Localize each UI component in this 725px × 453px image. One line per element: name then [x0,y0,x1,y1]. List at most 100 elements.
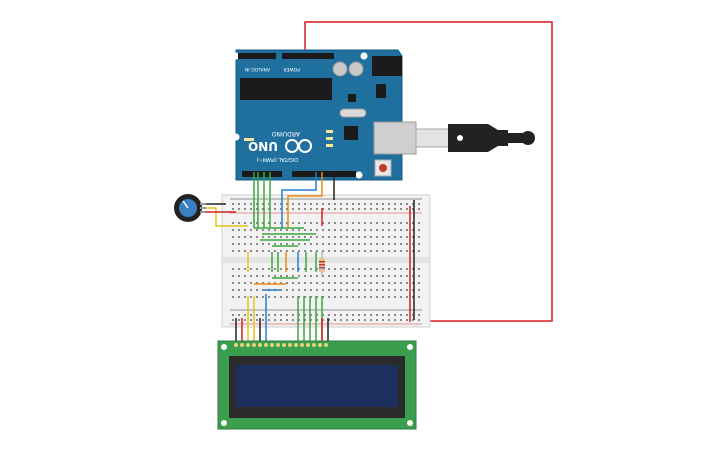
breadboard-hole[interactable] [298,289,300,291]
breadboard-hole[interactable] [280,296,282,298]
breadboard-hole[interactable] [400,319,402,321]
breadboard-hole[interactable] [244,275,246,277]
breadboard-hole[interactable] [334,275,336,277]
arduino-uno-board[interactable]: ARDUINO UNO DIGITAL (PWM~) ANALOG IN POW… [232,49,417,181]
breadboard-hole[interactable] [394,319,396,321]
breadboard-hole[interactable] [340,222,342,224]
breadboard-hole[interactable] [328,282,330,284]
breadboard-hole[interactable] [244,289,246,291]
breadboard-hole[interactable] [334,289,336,291]
breadboard-hole[interactable] [370,236,372,238]
usb-b-port[interactable] [373,121,417,155]
breadboard-hole[interactable] [328,243,330,245]
breadboard-hole[interactable] [286,268,288,270]
breadboard-hole[interactable] [232,236,234,238]
breadboard-hole[interactable] [292,243,294,245]
breadboard-hole[interactable] [262,319,264,321]
breadboard-hole[interactable] [382,268,384,270]
breadboard-hole[interactable] [394,203,396,205]
breadboard-hole[interactable] [244,268,246,270]
resistor[interactable] [319,252,325,276]
breadboard-hole[interactable] [256,275,258,277]
breadboard-hole[interactable] [322,203,324,205]
breadboard-hole[interactable] [352,250,354,252]
breadboard-hole[interactable] [262,222,264,224]
breadboard-hole[interactable] [316,229,318,231]
breadboard-hole[interactable] [406,319,408,321]
breadboard-hole[interactable] [412,250,414,252]
breadboard-hole[interactable] [358,236,360,238]
breadboard-hole[interactable] [382,282,384,284]
breadboard-hole[interactable] [340,275,342,277]
breadboard-hole[interactable] [286,289,288,291]
breadboard-hole[interactable] [406,208,408,210]
breadboard-hole[interactable] [250,243,252,245]
breadboard-hole[interactable] [406,268,408,270]
breadboard-hole[interactable] [316,236,318,238]
breadboard-hole[interactable] [352,296,354,298]
reset-button-cap[interactable] [379,164,387,172]
breadboard-hole[interactable] [238,289,240,291]
breadboard-hole[interactable] [358,282,360,284]
breadboard-hole[interactable] [370,229,372,231]
breadboard-hole[interactable] [394,222,396,224]
breadboard-hole[interactable] [364,208,366,210]
breadboard-hole[interactable] [400,314,402,316]
breadboard-hole[interactable] [352,289,354,291]
breadboard-hole[interactable] [370,208,372,210]
breadboard-hole[interactable] [268,236,270,238]
breadboard-hole[interactable] [262,314,264,316]
lcd-pin[interactable] [234,343,238,347]
breadboard-hole[interactable] [418,275,420,277]
breadboard-hole[interactable] [238,268,240,270]
breadboard-hole[interactable] [376,319,378,321]
breadboard-hole[interactable] [340,319,342,321]
breadboard-hole[interactable] [256,250,258,252]
breadboard-hole[interactable] [238,208,240,210]
breadboard-hole[interactable] [370,296,372,298]
breadboard-hole[interactable] [232,229,234,231]
breadboard-hole[interactable] [262,289,264,291]
breadboard-hole[interactable] [310,222,312,224]
breadboard-hole[interactable] [238,282,240,284]
breadboard-hole[interactable] [382,203,384,205]
breadboard-hole[interactable] [406,250,408,252]
breadboard-hole[interactable] [286,314,288,316]
lcd-pin[interactable] [288,343,292,347]
breadboard-hole[interactable] [364,282,366,284]
breadboard-hole[interactable] [286,203,288,205]
breadboard-hole[interactable] [334,208,336,210]
breadboard-hole[interactable] [238,319,240,321]
yellow-wires[interactable] [202,207,255,344]
breadboard-hole[interactable] [304,250,306,252]
breadboard-hole[interactable] [340,243,342,245]
breadboard-hole[interactable] [364,296,366,298]
breadboard-hole[interactable] [256,236,258,238]
breadboard-hole[interactable] [304,319,306,321]
breadboard-hole[interactable] [274,314,276,316]
breadboard-hole[interactable] [394,236,396,238]
breadboard-hole[interactable] [262,229,264,231]
breadboard-hole[interactable] [364,203,366,205]
breadboard-hole[interactable] [292,296,294,298]
breadboard-hole[interactable] [286,282,288,284]
breadboard-hole[interactable] [394,275,396,277]
breadboard-hole[interactable] [328,208,330,210]
breadboard-hole[interactable] [262,296,264,298]
breadboard-hole[interactable] [364,243,366,245]
breadboard-hole[interactable] [340,203,342,205]
breadboard-hole[interactable] [232,222,234,224]
breadboard-hole[interactable] [280,268,282,270]
breadboard-hole[interactable] [370,222,372,224]
breadboard-hole[interactable] [304,222,306,224]
breadboard-hole[interactable] [334,314,336,316]
breadboard-hole[interactable] [292,208,294,210]
breadboard-hole[interactable] [394,282,396,284]
breadboard-hole[interactable] [388,296,390,298]
breadboard-hole[interactable] [376,250,378,252]
breadboard-hole[interactable] [346,282,348,284]
lcd-pin[interactable] [252,343,256,347]
breadboard-hole[interactable] [322,250,324,252]
red-wires[interactable] [206,206,411,344]
breadboard-hole[interactable] [418,289,420,291]
